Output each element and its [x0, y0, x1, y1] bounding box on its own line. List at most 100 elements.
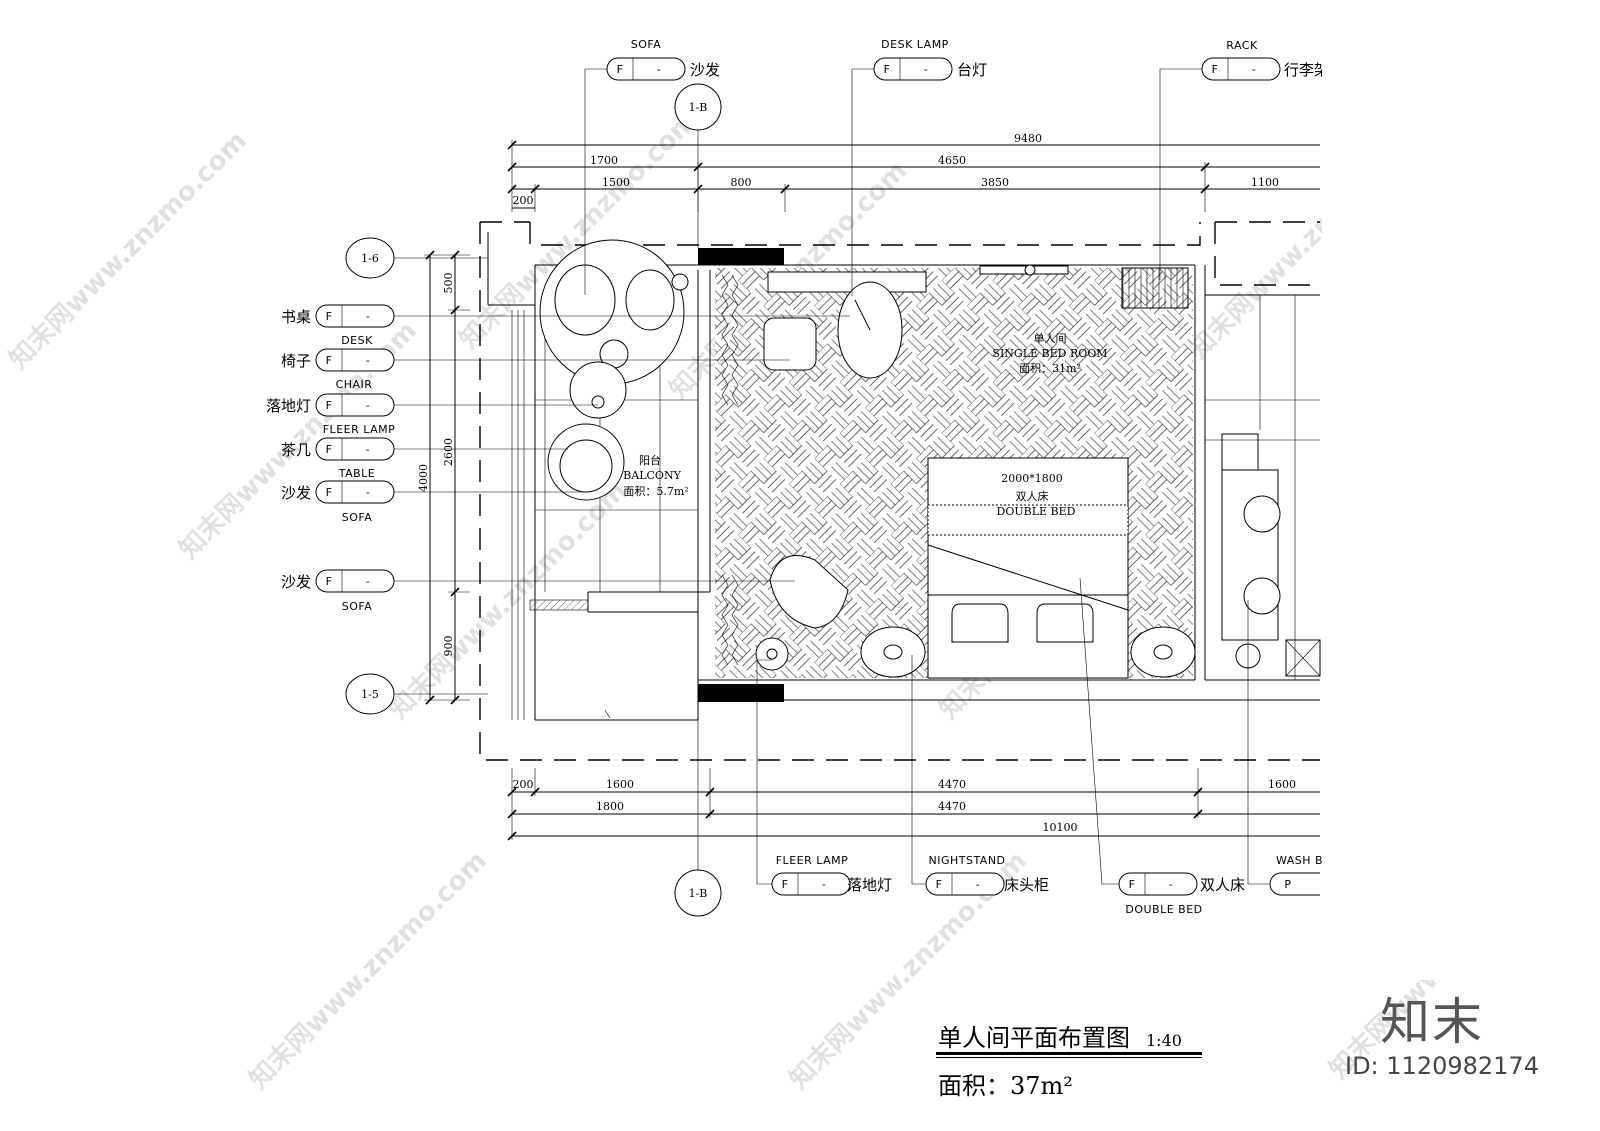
dim-900: 900 — [442, 636, 455, 657]
tag-left-sofa1-cn: 沙发 — [281, 484, 311, 502]
dim-1600-right: 1600 — [1268, 778, 1296, 791]
wash-basin-2 — [1243, 577, 1281, 615]
wash-basin-counter — [1221, 469, 1279, 641]
armchair-lower — [769, 555, 849, 629]
tag-top-sofa-en: SOFA — [631, 38, 661, 51]
tag-code: F — [326, 354, 333, 367]
dim-4470-a: 4470 — [938, 778, 966, 791]
dim-200-bottom: 200 — [513, 778, 534, 791]
tag-bottom-wash-en: WASH B — [1276, 854, 1323, 867]
curtains — [721, 274, 739, 666]
dim-4470-b: 4470 — [938, 800, 966, 813]
dim-800: 800 — [731, 176, 752, 189]
tag-code: F — [326, 310, 333, 323]
tag-code: F — [1129, 878, 1136, 891]
balcony-name-en: BALCONY — [623, 469, 681, 482]
tag-top-rack-cn: 行李架 — [1284, 61, 1329, 79]
tags-bottom: FLEER LAMP F - 落地灯 NIGHTSTAND F - 床头柜 F … — [756, 577, 1323, 916]
tag-bottom-nightstand-cn: 床头柜 — [1004, 876, 1049, 894]
tag-bottom-bed-en: DOUBLE BED — [1125, 903, 1202, 916]
tag-code: F — [884, 63, 891, 76]
dim-1800: 1800 — [596, 800, 624, 813]
bottom-dimensions: 200 1600 4470 1600 1800 4470 10100 — [507, 768, 1320, 841]
tag-left-floorlamp-cn: 落地灯 — [266, 397, 311, 415]
tag-num: - — [366, 399, 370, 412]
dim-4650: 4650 — [938, 154, 966, 167]
grid-marker-bottom — [674, 869, 722, 917]
room-area: 面积：31m² — [1019, 362, 1081, 375]
dim-10100: 10100 — [1043, 821, 1078, 834]
tag-num: - — [657, 63, 661, 76]
title-underline — [936, 1052, 1202, 1055]
tag-bottom-floorlamp-cn: 落地灯 — [847, 876, 892, 894]
tag-num: - — [366, 486, 370, 499]
tag-left-chair-en: CHAIR — [336, 378, 373, 391]
column-top — [698, 248, 784, 265]
tag-num: - — [1252, 63, 1256, 76]
grid-marker-left-lower — [345, 673, 395, 715]
tag-left-desk-cn: 书桌 — [281, 308, 311, 326]
tag-bottom-bed-cn: 双人床 — [1200, 876, 1245, 894]
wash-basin-1 — [1243, 495, 1281, 533]
tag-code: F — [326, 443, 333, 456]
tag-code: F — [617, 63, 624, 76]
brand-logo: 知末 — [1380, 993, 1484, 1051]
dim-200-top: 200 — [513, 194, 534, 207]
watermark-text: 知末网www.znzmo.com — [4, 126, 253, 375]
tag-code: F — [936, 878, 943, 891]
pillow-right — [1036, 603, 1094, 643]
tag-left-floorlamp-en: FLEER LAMP — [323, 423, 396, 436]
tag-num: - — [976, 878, 980, 891]
tag-left-sofa1-en: SOFA — [342, 511, 372, 524]
pillow-left — [951, 603, 1009, 643]
tag-left-sofa2-cn: 沙发 — [281, 573, 311, 591]
tag-left-desk-en: DESK — [341, 334, 373, 347]
dim-9480: 9480 — [1014, 132, 1042, 145]
grid-marker-bottom-label: 1-B — [689, 887, 708, 900]
grid-marker-top — [674, 83, 722, 131]
desk — [767, 271, 927, 293]
room-name-cn: 单人间 — [1034, 332, 1067, 345]
grid-marker-left-lower-label: 1-5 — [361, 688, 379, 701]
chair — [763, 317, 817, 371]
tag-left-sofa2-en: SOFA — [342, 600, 372, 613]
tag-top-rack-en: RACK — [1226, 39, 1258, 52]
tag-num: - — [366, 443, 370, 456]
grid-markers: 1-B 1-B 1-6 1-5 — [345, 83, 722, 917]
tag-code: F — [326, 575, 333, 588]
tag-code: F — [326, 399, 333, 412]
dim-1600-left: 1600 — [606, 778, 634, 791]
left-dimensions: 4000 500 2600 900 — [417, 250, 470, 705]
room-name-en: SINGLE BED ROOM — [992, 347, 1107, 360]
grid-marker-top-label: 1-B — [689, 101, 708, 114]
tag-left-table-cn: 茶几 — [281, 441, 311, 459]
tag-bottom-floorlamp-en: FLEER LAMP — [776, 854, 849, 867]
dim-1100: 1100 — [1251, 176, 1279, 189]
dim-500: 500 — [442, 273, 455, 294]
furniture — [539, 239, 1321, 680]
watermark-text: 知末网www.znzmo.com — [244, 846, 493, 1095]
dim-1500: 1500 — [602, 176, 630, 189]
image-id: ID: 1120982174 — [1345, 1052, 1539, 1080]
grid-marker-left-upper — [345, 237, 395, 279]
balcony-name-cn: 阳台 — [639, 453, 661, 467]
column-bottom — [698, 684, 784, 702]
tags-top: SOFA F - 沙发 DESK LAMP F - 台灯 RACK F - 行李… — [584, 38, 1329, 296]
tag-top-desklamp-cn: 台灯 — [957, 61, 987, 79]
room-labels: 单人间 SINGLE BED ROOM 面积：31m² 阳台 BALCONY 面… — [623, 332, 1107, 518]
bed-size: 2000*1800 — [1001, 472, 1063, 485]
luggage-rack — [1121, 267, 1189, 309]
top-dimensions: 9480 1700 4650 1500 800 3850 1100 200 — [507, 132, 1320, 212]
tag-top-sofa-cn: 沙发 — [690, 61, 720, 79]
tag-code: F — [1212, 63, 1219, 76]
tag-num: - — [366, 310, 370, 323]
watermark-text: 知末网www.znzmo.com — [384, 476, 633, 725]
bed-label-cn: 双人床 — [1016, 489, 1049, 503]
tag-num: - — [924, 63, 928, 76]
tag-num: - — [366, 354, 370, 367]
tag-code: F — [782, 878, 789, 891]
dim-2600: 2600 — [442, 438, 455, 466]
tag-code: P — [1284, 878, 1291, 891]
tag-num: - — [822, 878, 826, 891]
